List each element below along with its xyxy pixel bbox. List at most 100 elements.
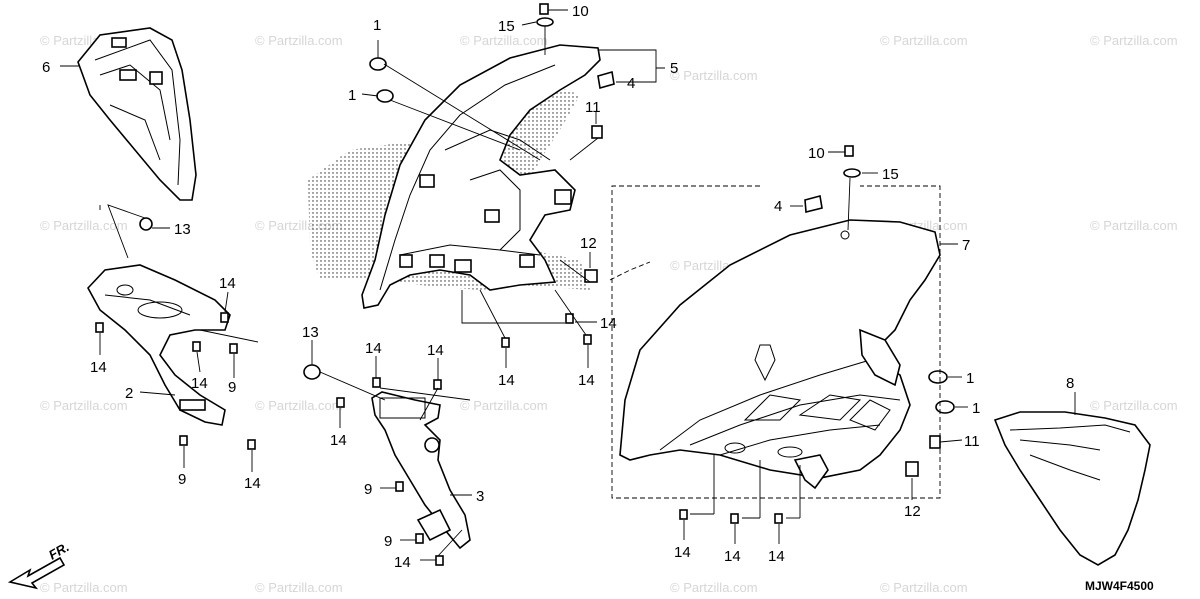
- screw-14: [220, 312, 229, 323]
- watermark: © Partzilla.com: [880, 580, 968, 595]
- washer-15: [536, 17, 554, 27]
- callout-9: 9: [228, 379, 236, 396]
- callouts: 1 1 1 1 2 3 4 4 5 6 7 8 9 9 9 9 10 10 11…: [42, 3, 1074, 571]
- hardware-parts: [95, 3, 955, 566]
- part-7-front-cowl: [619, 219, 941, 490]
- callout-14: 14: [600, 315, 617, 332]
- callout-14: 14: [244, 475, 261, 492]
- callout-13: 13: [174, 221, 191, 238]
- part-5-inner-cover: [308, 44, 601, 309]
- callout-12: 12: [580, 235, 597, 252]
- callout-14: 14: [768, 548, 785, 565]
- callout-14: 14: [724, 548, 741, 565]
- screw-14: [372, 377, 381, 388]
- callout-15: 15: [498, 18, 515, 35]
- grommet-1: [928, 370, 948, 384]
- emblem-4: [597, 70, 615, 90]
- watermark: © Partzilla.com: [40, 398, 128, 413]
- screw-9: [179, 435, 188, 446]
- callout-11: 11: [585, 99, 601, 116]
- watermark: © Partzilla.com: [255, 398, 343, 413]
- emblem-4: [804, 195, 823, 214]
- screw-14: [583, 334, 592, 345]
- watermark: © Partzilla.com: [670, 68, 758, 83]
- part-8-side-panel: [993, 411, 1151, 566]
- watermark: © Partzilla.com: [460, 33, 548, 48]
- screw-14: [192, 341, 201, 352]
- callout-13: 13: [302, 324, 319, 341]
- callout-14: 14: [330, 432, 347, 449]
- watermark: © Partzilla.com: [40, 580, 128, 595]
- callout-1: 1: [972, 400, 980, 417]
- watermark: © Partzilla.com: [1090, 398, 1178, 413]
- nut-11: [929, 435, 941, 449]
- watermark: © Partzilla.com: [670, 580, 758, 595]
- callout-3: 3: [476, 488, 484, 505]
- watermark: © Partzilla.com: [1090, 33, 1178, 48]
- callout-8: 8: [1066, 375, 1074, 392]
- grommet-13: [139, 217, 153, 231]
- watermark: © Partzilla.com: [255, 580, 343, 595]
- screw-14: [565, 313, 574, 324]
- callout-14: 14: [219, 275, 236, 292]
- callout-10: 10: [572, 3, 589, 20]
- clip-nut-12: [905, 461, 919, 477]
- screw-9: [415, 533, 424, 544]
- callout-1: 1: [966, 370, 974, 387]
- callout-14: 14: [191, 375, 208, 392]
- watermark: © Partzilla.com: [1090, 218, 1178, 233]
- grommet-13: [303, 364, 321, 380]
- screw-10: [539, 3, 549, 15]
- watermark: © Partzilla.com: [880, 33, 968, 48]
- screw-9: [395, 481, 404, 492]
- callout-14: 14: [498, 372, 515, 389]
- callout-2: 2: [125, 385, 133, 402]
- screw-14: [95, 322, 104, 333]
- part-6-inner-cover: [77, 27, 197, 201]
- callout-14: 14: [90, 359, 107, 376]
- callout-1: 1: [348, 87, 356, 104]
- callout-7: 7: [962, 237, 970, 254]
- callout-11: 11: [964, 433, 980, 450]
- callout-15: 15: [882, 166, 899, 183]
- callout-1: 1: [373, 17, 381, 34]
- callout-9: 9: [364, 481, 372, 498]
- callout-5: 5: [670, 60, 678, 77]
- callout-14: 14: [674, 544, 691, 561]
- screw-14: [730, 513, 739, 524]
- part-3-side-bracket: [371, 391, 471, 550]
- screw-14: [774, 513, 783, 524]
- screw-14: [433, 379, 442, 390]
- diagram-code: MJW4F4500: [1085, 579, 1154, 593]
- callout-6: 6: [42, 59, 50, 76]
- part-2-bracket: [87, 264, 231, 426]
- callout-14: 14: [427, 342, 444, 359]
- assembly-outlines: [609, 185, 958, 499]
- screw-10: [844, 145, 854, 157]
- screw-14: [501, 337, 510, 348]
- callout-9: 9: [178, 471, 186, 488]
- watermark: © Partzilla.com: [255, 33, 343, 48]
- washer-15: [843, 168, 861, 178]
- leader-lines: [60, 9, 1076, 561]
- screw-14: [679, 509, 688, 520]
- grommet-1: [369, 57, 387, 71]
- nut-11: [591, 125, 603, 139]
- callout-9: 9: [384, 533, 392, 550]
- callout-14: 14: [578, 372, 595, 389]
- screw-9: [229, 343, 238, 354]
- callout-12: 12: [904, 503, 921, 520]
- callout-14: 14: [365, 340, 382, 357]
- watermark: © Partzilla.com: [460, 398, 548, 413]
- grommet-1: [935, 400, 955, 414]
- clip-nut-12: [584, 269, 598, 283]
- callout-10: 10: [808, 145, 825, 162]
- screw-14: [247, 439, 256, 450]
- screw-14: [336, 397, 345, 408]
- screw-14: [435, 555, 444, 566]
- callout-14: 14: [394, 554, 411, 571]
- watermark: © Partzilla.com: [40, 218, 128, 233]
- callout-4: 4: [627, 75, 635, 92]
